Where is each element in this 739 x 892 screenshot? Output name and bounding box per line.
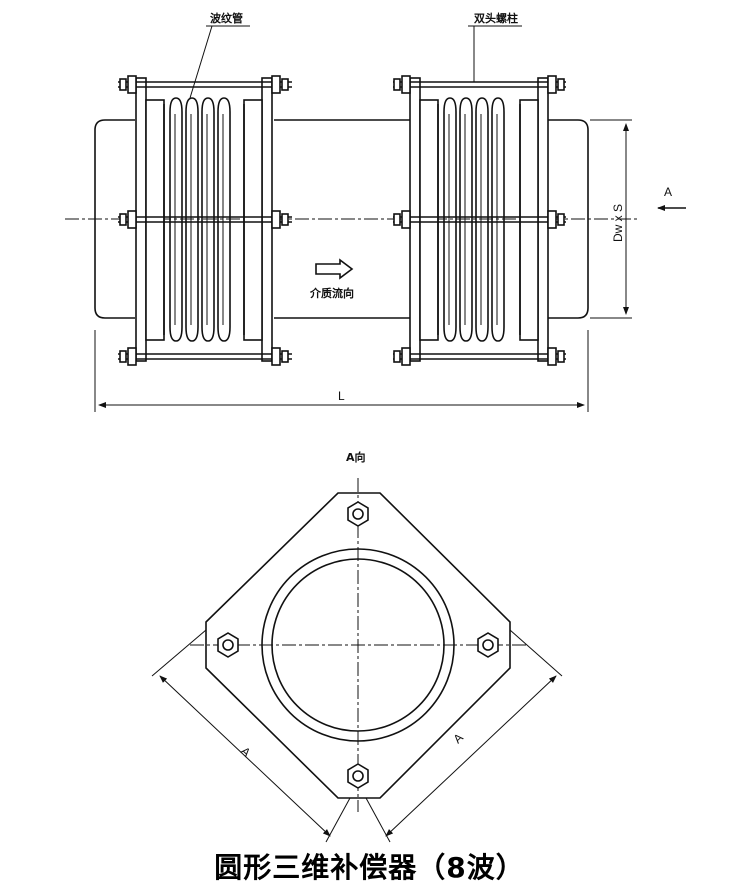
left-tie-rods — [118, 75, 292, 366]
dimension-a-left — [159, 675, 331, 837]
pipe-outer-ring — [261, 548, 455, 742]
label-view-arrow: A — [664, 185, 672, 199]
bellows-convolutions — [437, 97, 521, 342]
right-bellows-assembly — [393, 75, 566, 366]
left-bellows-assembly — [118, 75, 292, 366]
bellows-convolutions — [163, 97, 245, 342]
flow-arrow — [315, 258, 354, 280]
label-a-right: A — [450, 730, 465, 746]
label-diameter: Dw x S — [611, 204, 625, 242]
label-length: L — [338, 389, 345, 403]
label-stud-bolt: 双头螺柱 — [474, 11, 518, 25]
label-view-title: A向 — [346, 450, 366, 464]
bellows-leader — [189, 25, 213, 99]
bolt-bottom — [347, 763, 369, 789]
pipe-inner-ring — [271, 558, 445, 732]
bolt-right — [477, 632, 499, 658]
right-tie-rods — [393, 75, 566, 366]
dimension-a-right — [385, 675, 557, 837]
label-bellows: 波纹管 — [210, 11, 243, 25]
front-view: 波纹管 双头螺柱 介质流向 A Dw x S L — [65, 11, 686, 412]
bolt-top — [347, 501, 369, 527]
drawing-caption: 圆形三维补偿器（8波） — [214, 851, 525, 884]
label-flow-direction: 介质流向 — [309, 286, 354, 300]
bolt-left — [217, 632, 239, 658]
label-a-left: A — [238, 744, 253, 760]
end-view-a: A向 A A — [151, 450, 563, 843]
